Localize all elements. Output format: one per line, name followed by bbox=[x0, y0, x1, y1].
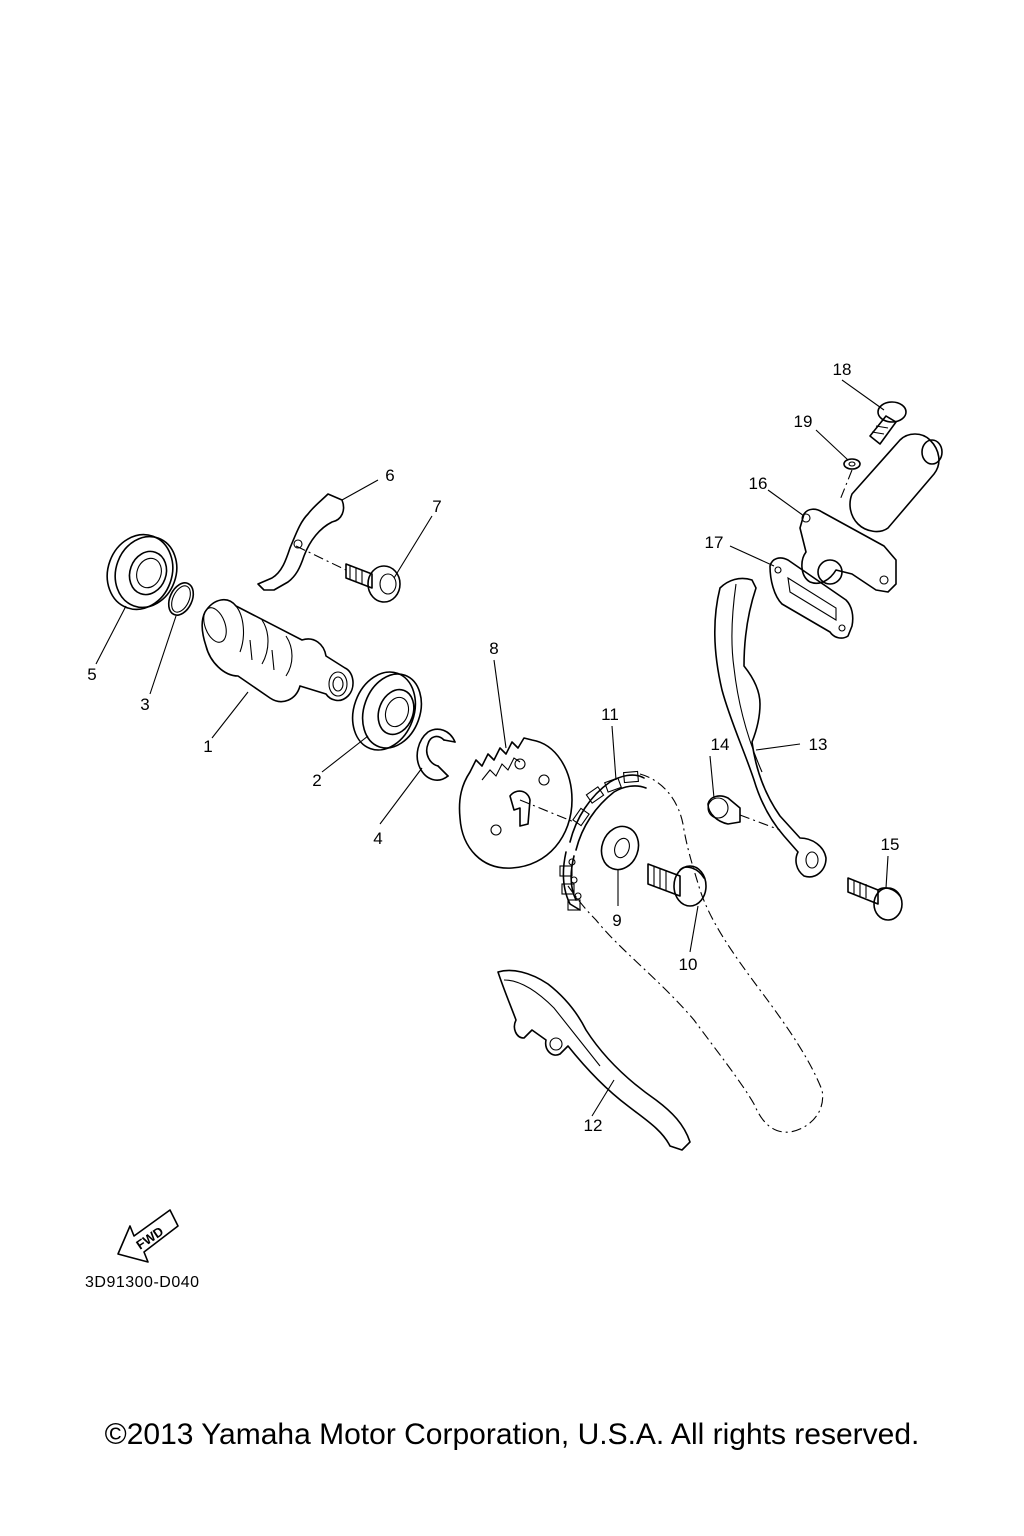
callout-4: 4 bbox=[373, 829, 382, 848]
callout-19: 19 bbox=[794, 412, 813, 431]
callout-10: 10 bbox=[679, 955, 698, 974]
callout-17: 17 bbox=[705, 533, 724, 552]
fwd-arrow-icon: FWD bbox=[117, 1209, 179, 1263]
part-1-camshaft bbox=[201, 599, 354, 703]
axis-line-18 bbox=[839, 469, 853, 501]
part-6-plate bbox=[257, 493, 345, 591]
part-15-bolt bbox=[847, 877, 903, 921]
callout-2: 2 bbox=[312, 771, 321, 790]
part-5-bearing bbox=[106, 533, 178, 611]
part-10-bolt bbox=[647, 863, 707, 907]
callout-16: 16 bbox=[749, 474, 768, 493]
copyright-notice: ©2013 Yamaha Motor Corporation, U.S.A. A… bbox=[104, 1418, 920, 1451]
axis-line-14 bbox=[739, 814, 781, 831]
part-3-o-ring bbox=[167, 582, 195, 616]
callout-labels: 1 2 3 4 5 6 7 8 9 10 11 12 13 14 15 16 1… bbox=[87, 360, 899, 1135]
callout-14: 14 bbox=[711, 735, 730, 754]
part-8-sprocket bbox=[458, 737, 573, 869]
diagram-code: 3D91300-D040 bbox=[85, 1274, 200, 1291]
part-19-washer bbox=[843, 458, 861, 470]
callout-6: 6 bbox=[385, 466, 394, 485]
part-11-timing-chain bbox=[559, 770, 824, 1133]
part-4-collar bbox=[416, 728, 456, 781]
callout-12: 12 bbox=[584, 1116, 603, 1135]
part-9-washer bbox=[600, 825, 640, 871]
axis-line-sprocket bbox=[519, 799, 575, 823]
callout-8: 8 bbox=[489, 639, 498, 658]
callout-11: 11 bbox=[601, 705, 619, 724]
callout-3: 3 bbox=[140, 695, 149, 714]
part-14-collar bbox=[707, 795, 741, 825]
part-7-bolt bbox=[345, 563, 401, 603]
axis-line-7 bbox=[295, 545, 347, 571]
callout-9: 9 bbox=[612, 911, 621, 930]
part-13-chain-guide bbox=[714, 577, 827, 878]
callout-1: 1 bbox=[203, 737, 212, 756]
part-18-bolt bbox=[869, 401, 907, 445]
part-12-chain-guide bbox=[497, 969, 691, 1151]
callout-7: 7 bbox=[432, 497, 441, 516]
callout-15: 15 bbox=[881, 835, 900, 854]
part-17-gasket bbox=[769, 557, 854, 639]
part-2-bearing bbox=[351, 671, 423, 751]
part-16-tensioner bbox=[799, 433, 943, 593]
callout-5: 5 bbox=[87, 665, 96, 684]
leader-lines bbox=[95, 379, 889, 1117]
callout-18: 18 bbox=[833, 360, 852, 379]
callout-13: 13 bbox=[809, 735, 828, 754]
